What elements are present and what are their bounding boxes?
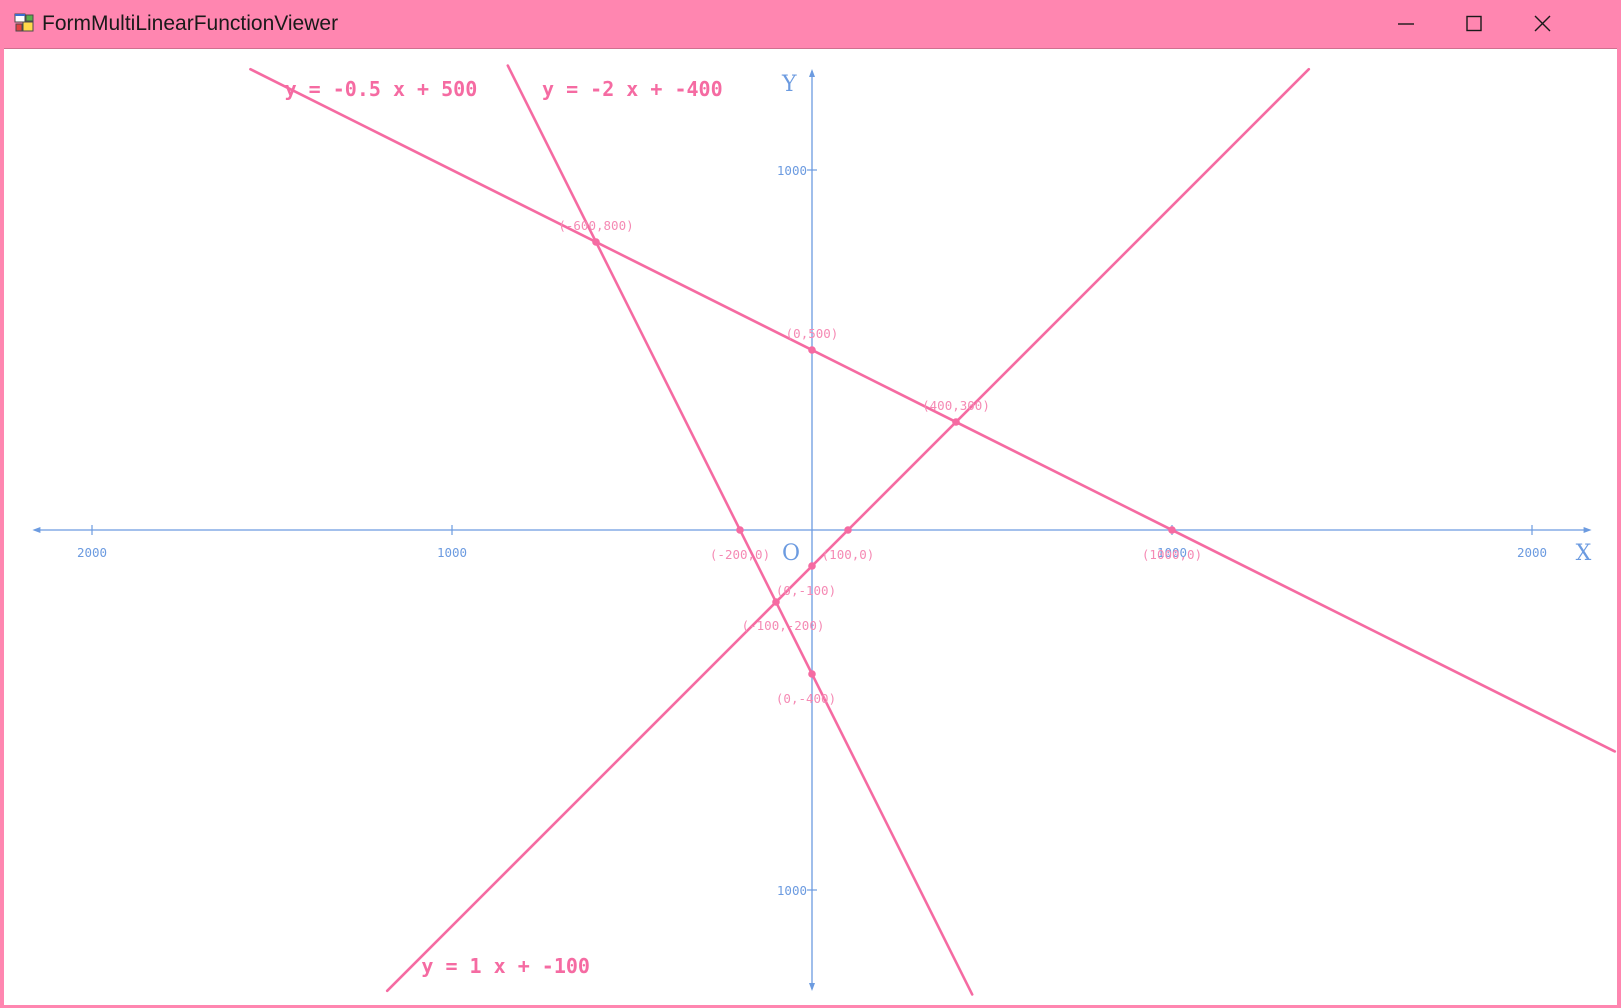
close-icon <box>1534 15 1551 32</box>
intersection-point <box>736 526 744 534</box>
x-axis-arrow-right <box>1583 527 1592 533</box>
function-plot: X Y O 2000 1000 1000 2000 1000 1000 y = -0.5 x + … <box>32 64 1617 996</box>
intersection-point <box>808 346 816 354</box>
title-bar[interactable]: FormMultiLinearFunctionViewer <box>0 0 1621 48</box>
minimize-button[interactable] <box>1372 0 1440 48</box>
x-axis-arrow-left <box>32 527 41 533</box>
point-coordinate-label: (0,-400) <box>776 691 836 706</box>
intersection-point <box>808 670 816 678</box>
point-coordinate-label: (100,0) <box>822 547 875 562</box>
intersection-point <box>844 526 852 534</box>
close-button[interactable] <box>1508 0 1576 48</box>
y-axis-arrow-bottom <box>809 983 815 991</box>
function-equation-label: y = -0.5 x + 500 <box>285 77 478 101</box>
maximize-button[interactable] <box>1440 0 1508 48</box>
function-line <box>249 67 1617 753</box>
point-coordinate-label: (0,500) <box>786 326 839 341</box>
window-title: FormMultiLinearFunctionViewer <box>42 12 339 35</box>
x-tick-label: 2000 <box>1517 545 1547 560</box>
x-tick-label: 1000 <box>437 545 467 560</box>
point-coordinate-label: (1000,0) <box>1142 547 1202 562</box>
maximize-icon <box>1466 15 1482 32</box>
x-axis-label: X <box>1576 541 1592 566</box>
chart-canvas-area: X Y O 2000 1000 1000 2000 1000 1000 y = -0.5 x + … <box>4 48 1617 1005</box>
minimize-icon <box>1398 23 1414 25</box>
point-coordinate-label: (-600,800) <box>558 218 633 233</box>
y-axis-arrow-top <box>809 69 815 77</box>
intersection-point <box>1168 526 1176 534</box>
intersection-point <box>772 598 780 606</box>
point-coordinate-label: (0,-100) <box>776 583 836 598</box>
y-tick-label: 1000 <box>777 163 807 178</box>
point-coordinate-label: (-100,-200) <box>742 618 825 633</box>
intersection-point <box>808 562 816 570</box>
x-tick-label: 2000 <box>77 545 107 560</box>
y-axis-label: Y <box>781 72 797 97</box>
function-equation-label: y = -2 x + -400 <box>542 77 723 101</box>
point-coordinate-label: (400,300) <box>922 398 990 413</box>
origin-label: O <box>782 541 800 566</box>
y-tick-label: 1000 <box>777 883 807 898</box>
point-coordinate-label: (-200,0) <box>710 547 770 562</box>
intersection-point <box>952 418 960 426</box>
function-equation-label: y = 1 x + -100 <box>421 954 590 978</box>
x-tick-label: 1000 <box>1157 545 1187 560</box>
intersection-point <box>592 238 600 246</box>
app-form-icon <box>14 13 34 33</box>
